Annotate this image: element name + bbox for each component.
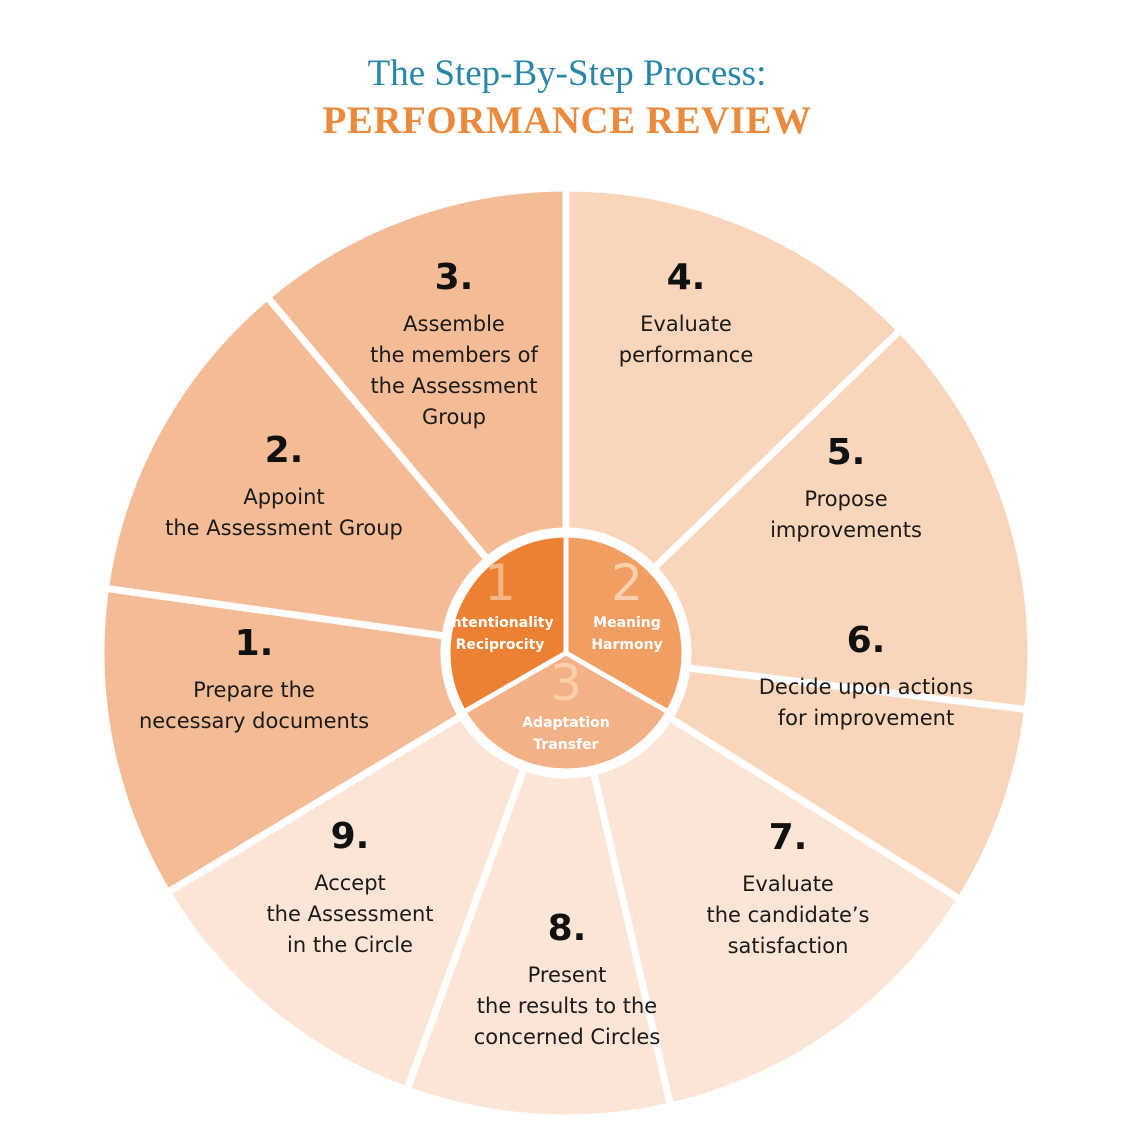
step-1-text-line: Prepare the [193, 678, 315, 702]
step-2-text-line: Appoint [243, 485, 324, 509]
step-3-text-line: Assemble [403, 312, 505, 336]
core-3-text-line: Adaptation [522, 715, 610, 731]
core-segment-3 [460, 650, 672, 774]
step-4-text-line: performance [619, 343, 754, 367]
core-2-text-line: Meaning [593, 615, 661, 631]
step-number-9: 9. [331, 816, 370, 857]
step-9-text-line: the Assessment [266, 902, 433, 926]
core-1-text-line: Intentionality [446, 615, 553, 631]
step-7-text-line: satisfaction [728, 934, 849, 958]
title-line-2: PERFORMANCE REVIEW [322, 99, 812, 142]
title-line-1: The Step-By-Step Process: [367, 53, 767, 94]
step-4-text-line: Evaluate [640, 312, 732, 336]
step-3-text-line: the members of [370, 343, 538, 367]
step-number-7: 7. [769, 817, 808, 858]
step-number-2: 2. [265, 430, 304, 471]
core-2-text-line: Harmony [591, 637, 662, 653]
core-number-3: 3 [550, 654, 582, 712]
core-3-text-line: Transfer [533, 737, 598, 753]
step-1-text-line: necessary documents [139, 709, 369, 733]
core-number-1: 1 [484, 554, 516, 612]
core-number-2: 2 [611, 554, 643, 612]
step-number-8: 8. [548, 908, 587, 949]
step-7-text-line: Evaluate [742, 872, 834, 896]
step-8-text-line: the results to the [477, 994, 657, 1018]
step-6-text-line: for improvement [778, 706, 954, 730]
step-7-text-line: the candidate’s [707, 903, 870, 927]
step-6-text-line: Decide upon actions [759, 675, 973, 699]
step-3-text-line: the Assessment [370, 374, 537, 398]
step-9-text-line: in the Circle [287, 933, 413, 957]
step-8-text-line: Present [528, 963, 607, 987]
step-5-text-line: improvements [770, 518, 922, 542]
step-number-4: 4. [667, 257, 706, 298]
step-number-5: 5. [827, 432, 866, 473]
core-1-text-line: Reciprocity [456, 637, 545, 653]
step-9-text-line: Accept [314, 871, 386, 895]
step-number-1: 1. [235, 623, 274, 664]
step-3-text-line: Group [422, 405, 486, 429]
step-number-6: 6. [847, 620, 886, 661]
step-2-text-line: the Assessment Group [165, 516, 403, 540]
step-5-text-line: Propose [804, 487, 887, 511]
step-number-3: 3. [435, 257, 474, 298]
step-8-text-line: concerned Circles [474, 1025, 661, 1049]
